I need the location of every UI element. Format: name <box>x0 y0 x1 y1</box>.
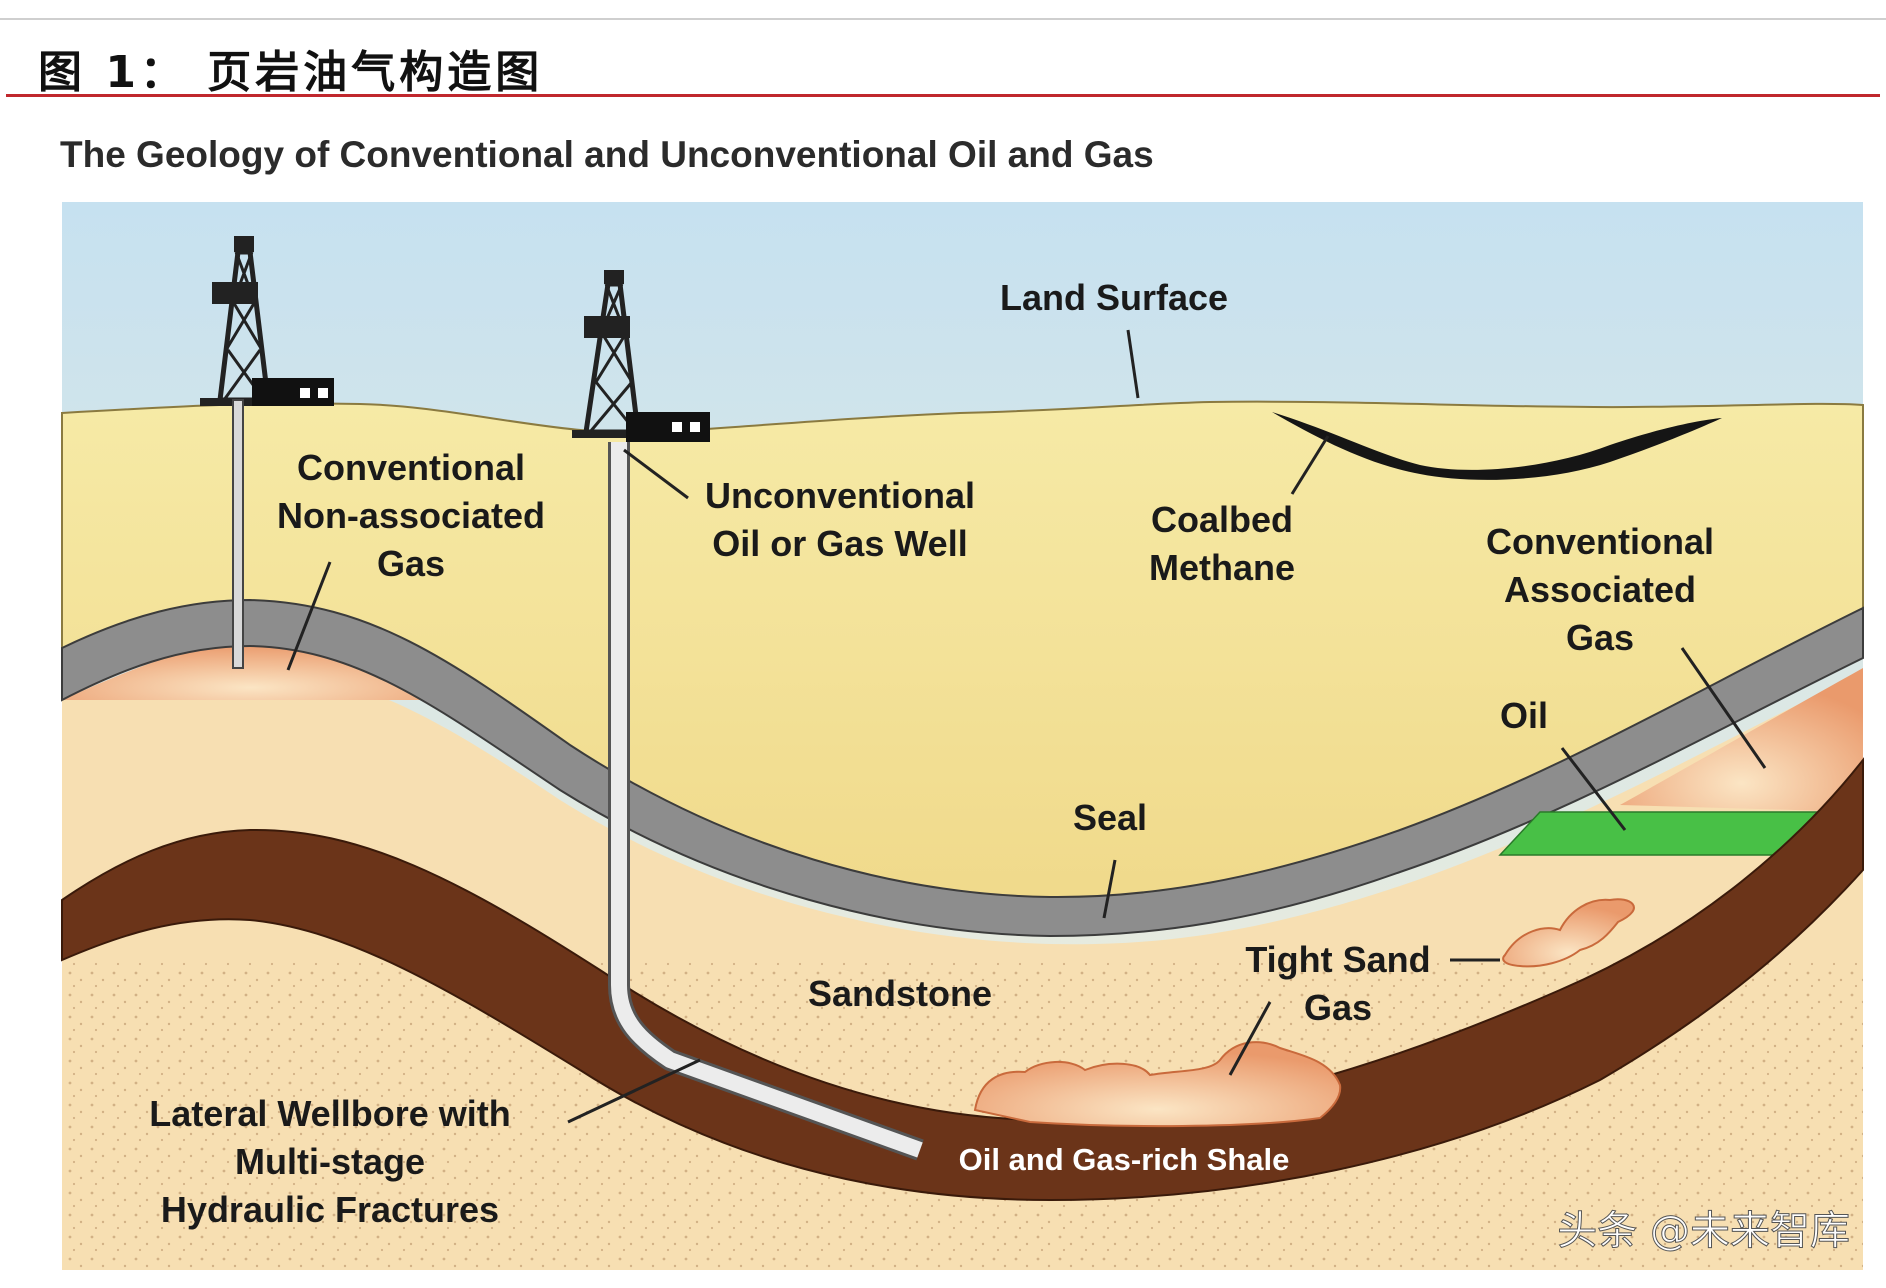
label-seal: Seal <box>1073 797 1147 838</box>
label-non-associated-line3: Gas <box>377 543 445 584</box>
label-lateral-line3: Hydraulic Fractures <box>161 1189 499 1230</box>
label-non-associated-line1: Conventional <box>297 447 525 488</box>
label-unconventional-well-line1: Unconventional <box>705 475 975 516</box>
label-coalbed-line1: Coalbed <box>1151 499 1293 540</box>
label-sandstone: Sandstone <box>808 973 992 1014</box>
label-oil: Oil <box>1500 695 1548 736</box>
tight-sand-gas-blob-large <box>973 1041 1342 1128</box>
label-associated-line3: Gas <box>1566 617 1634 658</box>
coalbed-seam <box>1272 412 1722 480</box>
diagram-title: The Geology of Conventional and Unconven… <box>60 134 1154 175</box>
label-non-associated-line2: Non-associated <box>277 495 545 536</box>
seal-layer <box>61 598 1864 938</box>
label-coalbed-line2: Methane <box>1149 547 1295 588</box>
figure-title: 图 1： 页岩油气构造图 <box>38 47 544 98</box>
watermark: 头条 @未来智库 <box>1557 1208 1850 1254</box>
label-shale: Oil and Gas-rich Shale <box>959 1142 1290 1177</box>
label-tight-sand-line1: Tight Sand <box>1245 939 1430 980</box>
unconventional-well-derrick <box>572 270 710 442</box>
label-lateral-line1: Lateral Wellbore with <box>149 1093 510 1134</box>
label-associated-line1: Conventional <box>1486 521 1714 562</box>
title-underline <box>6 94 1880 97</box>
label-lateral-line2: Multi-stage <box>235 1141 425 1182</box>
label-land-surface: Land Surface <box>1000 277 1228 318</box>
associated-gas-pocket <box>1620 668 1863 812</box>
label-tight-sand-line2: Gas <box>1304 987 1372 1028</box>
tight-sand-gas-blob-small <box>1502 898 1635 968</box>
top-rule <box>0 18 1886 20</box>
shale-layer <box>61 757 1864 1202</box>
label-associated-line2: Associated <box>1504 569 1696 610</box>
conventional-well-derrick <box>200 236 334 669</box>
label-unconventional-well-line2: Oil or Gas Well <box>712 523 967 564</box>
leader-lines <box>286 329 1767 1124</box>
